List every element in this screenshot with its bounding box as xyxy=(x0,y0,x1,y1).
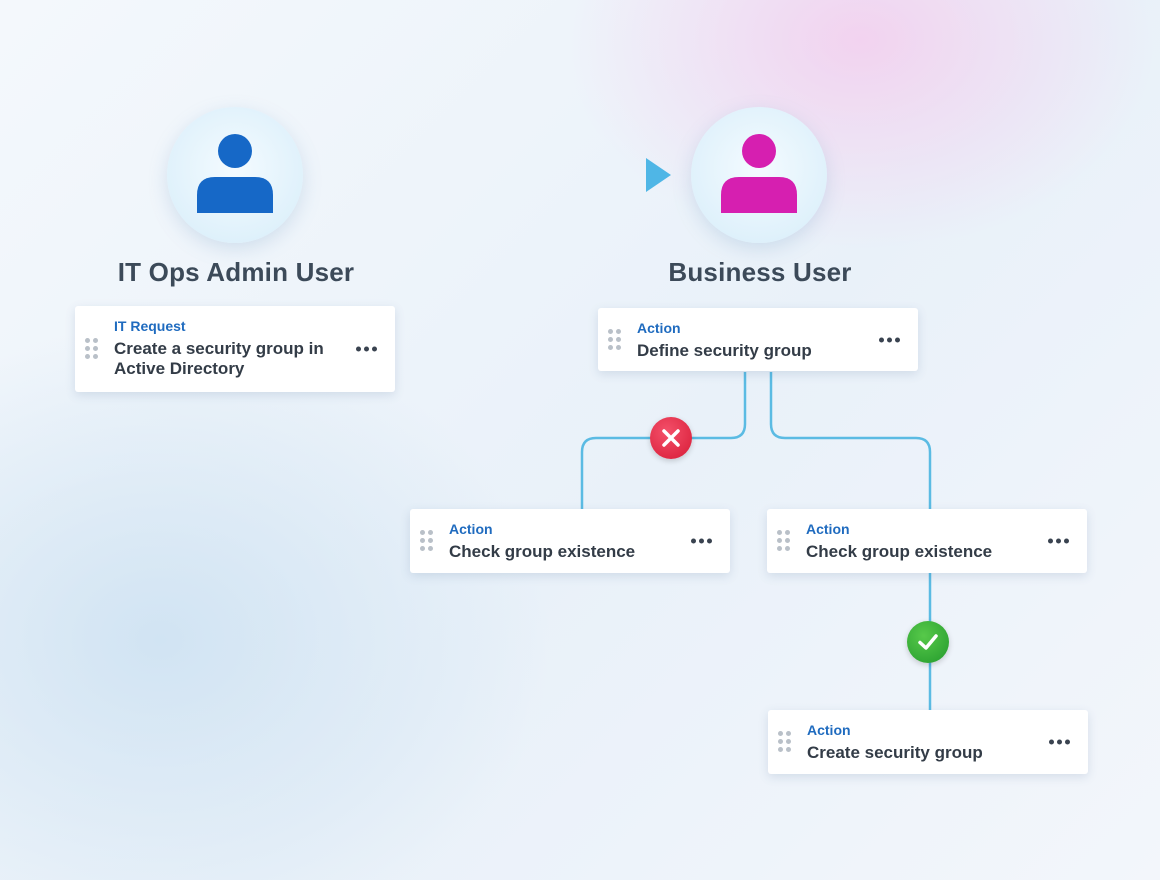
more-options-icon[interactable] xyxy=(1049,739,1070,745)
more-options-icon[interactable] xyxy=(356,346,377,352)
it-request-card[interactable]: IT Request Create a security group in Ac… xyxy=(75,306,395,392)
card-type-label: Action xyxy=(807,722,851,738)
define-security-group-card[interactable]: Action Define security group xyxy=(598,308,918,371)
business-user-avatar xyxy=(691,107,827,243)
success-status-badge xyxy=(907,621,949,663)
drag-handle-icon[interactable] xyxy=(420,530,433,552)
drag-handle-icon[interactable] xyxy=(608,328,621,351)
check-group-existence-card-right[interactable]: Action Check group existence xyxy=(767,509,1087,573)
person-icon xyxy=(197,134,273,213)
checkmark-icon xyxy=(918,634,938,650)
business-user-label: Business User xyxy=(668,257,852,287)
more-options-icon[interactable] xyxy=(1048,538,1069,544)
card-type-label: IT Request xyxy=(114,318,186,334)
x-icon xyxy=(662,429,680,447)
it-ops-admin-label: IT Ops Admin User xyxy=(117,257,355,287)
create-security-group-card[interactable]: Action Create security group xyxy=(768,710,1088,774)
card-title: Check group existence xyxy=(449,542,636,561)
handoff-arrow xyxy=(327,158,671,192)
check-group-existence-card-left[interactable]: Action Check group existence xyxy=(410,509,730,573)
card-type-label: Action xyxy=(449,521,493,537)
drag-handle-icon[interactable] xyxy=(778,731,791,753)
person-icon xyxy=(721,134,797,213)
card-type-label: Action xyxy=(637,320,681,336)
drag-handle-icon[interactable] xyxy=(85,338,98,360)
card-type-label: Action xyxy=(806,521,850,537)
card-title: Create a security group in Active Direct… xyxy=(114,339,324,378)
it-ops-admin-avatar xyxy=(167,107,303,243)
drag-handle-icon[interactable] xyxy=(777,530,790,552)
connector-define-to-check-right xyxy=(769,372,932,509)
more-options-icon[interactable] xyxy=(691,538,712,544)
card-title: Check group existence xyxy=(806,542,993,561)
card-title: Create security group xyxy=(807,743,983,762)
card-title: Define security group xyxy=(637,341,812,360)
fail-status-badge xyxy=(650,417,692,459)
more-options-icon[interactable] xyxy=(879,337,900,342)
